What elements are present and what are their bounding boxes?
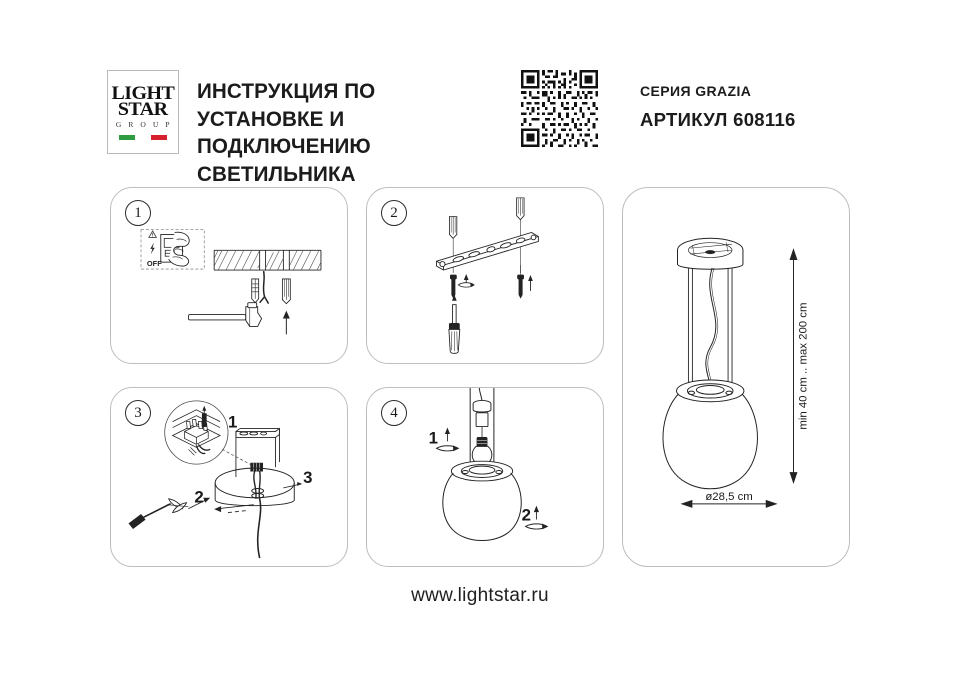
step-number-badge: 4 (381, 400, 407, 426)
step-number-badge: 2 (381, 200, 407, 226)
lightstar-logo: LIGHT STAR G R O U P (107, 70, 179, 154)
series-label: СЕРИЯ GRAZIA (640, 83, 752, 99)
logo-line-light: LIGHT (111, 82, 175, 104)
panel-assemble-shade: 4 (366, 387, 604, 567)
diameter-dimension-label: ø28,5 cm (705, 491, 752, 503)
page-title-line-1: ИНСТРУКЦИЯ ПО УСТАНОВКЕ И (197, 79, 376, 131)
footer-website-url[interactable]: www.lightstar.ru (411, 585, 549, 606)
panel-power-off-and-drill: 1 OFF (110, 187, 348, 364)
callout-2: 2 (522, 506, 531, 525)
article-label: АРТИКУЛ 608116 (640, 109, 796, 130)
callout-1: 1 (429, 428, 438, 447)
qr-code-icon (521, 70, 598, 147)
callout-3: 3 (303, 468, 312, 487)
panel-mount-bracket: 2 (366, 187, 604, 364)
callout-1: 1 (228, 413, 237, 432)
height-dimension-label: min 40 cm .. max 200 cm (797, 303, 809, 430)
panel-dimensions: min 40 cm .. max 200 cm ø28,5 cm (622, 187, 850, 567)
panel-wire-connection: 3 (110, 387, 348, 567)
dimensions-illustration: min 40 cm .. max 200 cm ø28,5 cm (662, 237, 809, 508)
logo-line-group: G R O U P (115, 120, 173, 130)
product-info: СЕРИЯ GRAZIA АРТИКУЛ 608116 (640, 83, 940, 131)
logo-wordmark: LIGHT STAR (111, 82, 175, 120)
step-number-badge: 3 (125, 400, 151, 426)
step-number-badge: 1 (125, 200, 151, 226)
panel-1-illustration: OFF (140, 229, 322, 335)
page-title-line-2: ПОДКЛЮЧЕНИЮ СВЕТИЛЬНИКА (197, 134, 371, 186)
panel-4-illustration: 1 2 (429, 388, 549, 541)
off-label: OFF (147, 259, 162, 268)
logo-line-star: STAR (118, 99, 168, 120)
italian-flag-icon (119, 135, 167, 141)
callout-2: 2 (194, 488, 203, 507)
document-header: LIGHT STAR G R O U P ИНСТРУКЦИЯ ПО УСТАН… (0, 0, 960, 186)
panel-3-illustration: 1 (128, 400, 313, 559)
panel-2-illustration (436, 197, 539, 354)
page-title: ИНСТРУКЦИЯ ПО УСТАНОВКЕ И ПОДКЛЮЧЕНИЮ СВ… (197, 78, 504, 188)
